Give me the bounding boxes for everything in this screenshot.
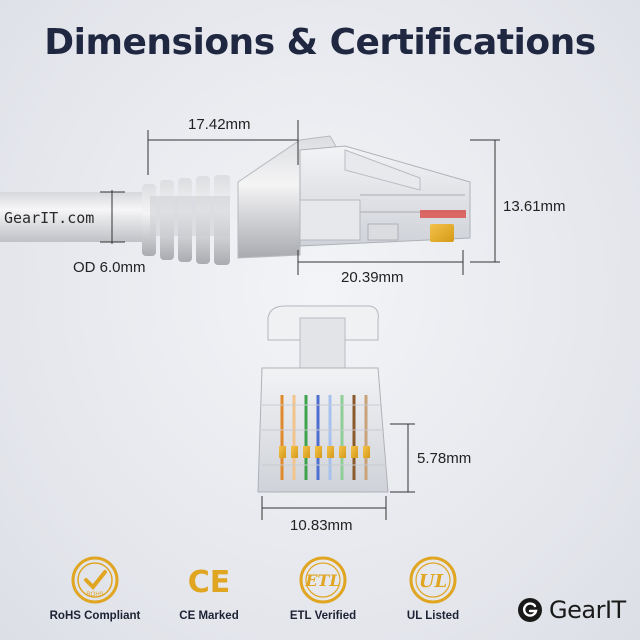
cert-label: RoHS Compliant: [49, 610, 141, 622]
cert-label: CE Marked: [179, 610, 239, 622]
rohs-badge-text: ROHS: [86, 592, 103, 598]
ce-mark-icon: CE: [188, 565, 231, 600]
cert-label: ETL Verified: [289, 610, 357, 622]
dim-plug-length: 20.39mm: [341, 269, 404, 286]
dim-plug-height: 13.61mm: [503, 198, 566, 215]
rohs-check-icon: ROHS: [71, 556, 119, 604]
boot: [142, 175, 230, 265]
dim-contact-height: 5.78mm: [417, 450, 472, 467]
ce-badge-text: CE: [188, 565, 231, 600]
cert-rohs: ROHS RoHS Compliant: [40, 556, 150, 622]
dim-plug-width: 10.83mm: [290, 517, 353, 534]
cert-label: UL Listed: [406, 610, 460, 622]
dim-boot-length: 17.42mm: [188, 116, 251, 133]
etl-badge-text: ETL: [304, 571, 340, 590]
brand-name: GearIT: [549, 596, 626, 624]
cert-etl: ETL ETL Verified: [268, 556, 378, 622]
cable-print: GearIT.com: [4, 209, 94, 227]
cable: [0, 192, 150, 242]
brand-logo: GearIT: [517, 596, 626, 624]
cert-ul: UL UL Listed: [378, 556, 488, 622]
front-plug: [257, 305, 389, 493]
cert-ce: CE CE Marked: [154, 556, 264, 622]
etl-mark-icon: ETL: [299, 556, 347, 604]
ul-badge-text: UL: [419, 571, 447, 592]
ul-mark-icon: UL: [409, 556, 457, 604]
page-title: Dimensions & Certifications: [44, 22, 596, 63]
dim-outer-diameter: OD 6.0mm: [73, 259, 146, 276]
gearit-logo-icon: [518, 598, 542, 622]
